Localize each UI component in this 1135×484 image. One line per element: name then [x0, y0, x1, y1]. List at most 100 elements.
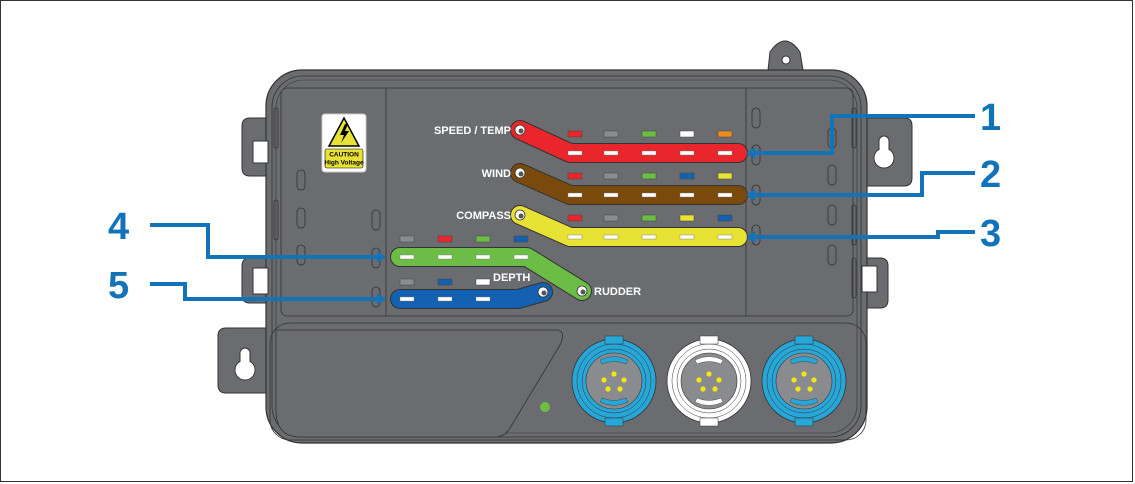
bus-label-wind: WIND [482, 168, 511, 180]
callout-leader-line [754, 171, 975, 197]
connector-pin [696, 377, 702, 383]
wire-color-indicator [567, 172, 583, 180]
callout-arrow-icon [746, 189, 755, 201]
connector-latch [694, 356, 724, 365]
high-voltage-text: High Voltage [324, 160, 364, 167]
connector-latch [694, 397, 724, 406]
connector-pin [621, 377, 627, 383]
connector-2[interactable] [666, 335, 752, 427]
connector-pin [807, 386, 813, 392]
connector-latch [599, 356, 629, 365]
bus-label-rudder: RUDDER [594, 286, 641, 298]
connector-pin [700, 386, 706, 392]
screw-head [541, 290, 547, 296]
connector-socket [585, 352, 643, 410]
callout-2: 2 [746, 154, 1001, 201]
screw-head [518, 213, 524, 219]
wire-color-indicator [641, 214, 657, 222]
connector-latch [789, 356, 819, 365]
wire-color-indicator [399, 278, 415, 286]
callout-5: 5 [108, 265, 386, 307]
connector-key-top [699, 335, 719, 345]
connector-ring-groove [676, 348, 742, 414]
callout-number: 4 [108, 206, 129, 248]
callout-arrow-icon [377, 251, 386, 263]
connector-pin [791, 377, 797, 383]
wire-slot [603, 150, 619, 156]
wire-color-indicator [641, 172, 657, 180]
connector-pin [795, 386, 801, 392]
connector-pin [706, 371, 712, 377]
bus-rudder: RUDDER [390, 235, 641, 301]
wire-slot [641, 150, 657, 156]
connector-pin [617, 386, 623, 392]
callout-4: 4 [108, 206, 386, 263]
wire-color-indicator [717, 214, 733, 222]
wire-slot [641, 234, 657, 240]
caution-text: CAUTION [329, 152, 359, 159]
wire-color-indicator [437, 235, 453, 243]
wire-slot [679, 192, 695, 198]
wire-slot [437, 254, 453, 260]
wire-color-indicator [641, 130, 657, 138]
wire-slot [717, 192, 733, 198]
connector-pin [611, 371, 617, 377]
callout-leader-line [754, 114, 975, 155]
callout-number: 2 [980, 154, 1001, 196]
callout-leader-line [754, 230, 975, 239]
connector-pin [716, 377, 722, 383]
bus-label-compass: COMPASS [456, 210, 511, 222]
wire-slot [567, 234, 583, 240]
status-led [540, 402, 550, 412]
wire-color-indicator [567, 214, 583, 222]
wire-slot [679, 234, 695, 240]
bus-bar [391, 283, 552, 308]
connector-key-bottom [699, 417, 719, 427]
connector-key-bottom [794, 417, 814, 427]
callout-1: 1 [746, 97, 1001, 159]
screw-head [518, 128, 524, 134]
connector-3[interactable] [761, 335, 847, 427]
high-voltage-warning-label: CAUTION High Voltage [321, 113, 367, 173]
callout-number: 3 [980, 213, 1001, 255]
connector-1[interactable] [571, 335, 657, 427]
connector-socket [680, 352, 738, 410]
callout-3: 3 [746, 213, 1001, 255]
connector-key-bottom [604, 417, 624, 427]
bus-depth: DEPTH [390, 272, 553, 309]
wire-color-indicator [567, 130, 583, 138]
wire-slot [717, 234, 733, 240]
wire-slot [399, 296, 415, 302]
wire-color-indicator [679, 130, 695, 138]
bus-wind: WIND [482, 163, 748, 205]
wire-slot [475, 254, 491, 260]
connector-pin [605, 386, 611, 392]
wire-color-indicator [679, 214, 695, 222]
high-voltage-warning-icon [327, 116, 361, 147]
wire-slot [513, 254, 529, 260]
connector-pin [601, 377, 607, 383]
wire-color-indicator [603, 172, 619, 180]
callout-leader-line [150, 282, 378, 301]
wire-slot [475, 296, 491, 302]
wire-color-indicator [475, 278, 491, 286]
screw-head [518, 171, 524, 177]
callout-leader-line [150, 223, 378, 259]
wire-slot [567, 192, 583, 198]
connector-socket [775, 352, 833, 410]
callout-arrow-icon [746, 147, 755, 159]
connector-pin [811, 377, 817, 383]
wire-color-indicator [437, 278, 453, 286]
bus-compass: COMPASS [456, 205, 748, 247]
wire-slot [641, 192, 657, 198]
wire-slot [717, 150, 733, 156]
connector-key-top [794, 335, 814, 345]
connector-latch [599, 397, 629, 406]
connector-key-top [604, 335, 624, 345]
wire-slot [679, 150, 695, 156]
callout-number: 5 [108, 265, 129, 307]
connector-ring-groove [581, 348, 647, 414]
wire-slot [603, 192, 619, 198]
